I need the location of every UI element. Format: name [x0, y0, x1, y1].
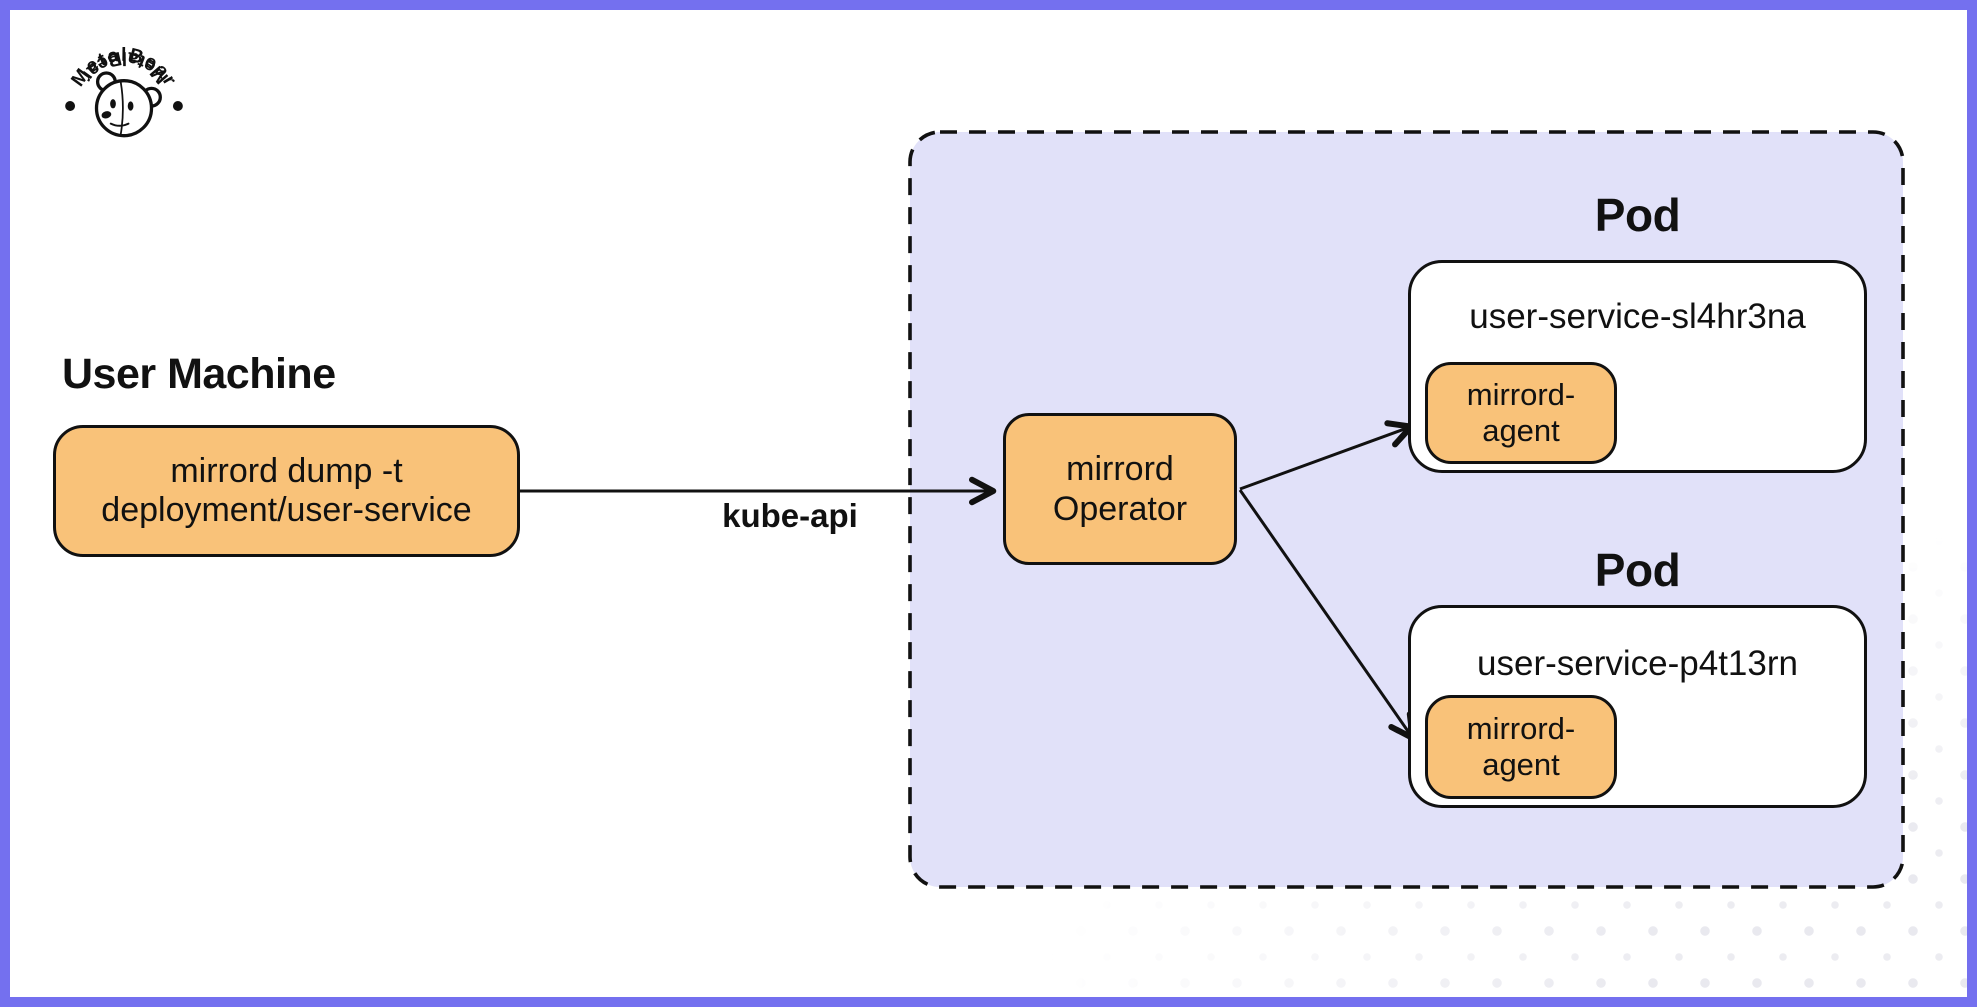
pod-2-box: user-service-p4t13rn mirrord-agent [1408, 605, 1867, 808]
arrow-operator-to-agent-1 [1239, 420, 1415, 491]
bear-face-icon [94, 71, 162, 138]
pod-1-name: user-service-sl4hr3na [1469, 297, 1806, 336]
pod-1-box: user-service-sl4hr3na mirrord-agent [1408, 260, 1867, 473]
user-machine-title: User Machine [62, 350, 336, 398]
arrow-operator-to-agent-2 [1238, 489, 1416, 742]
pod-1-label: Pod [1594, 189, 1681, 241]
user-machine-command-box: mirrord dump -t deployment/user-service [53, 425, 520, 557]
pod-2-label: Pod [1594, 544, 1681, 596]
kube-api-label: kube-api [722, 497, 858, 534]
mirrord-operator-box: mirrord Operator [1003, 413, 1237, 565]
mirrord-operator-label: mirrord Operator [1052, 449, 1188, 528]
pod-2-mirrord-agent-box: mirrord-agent [1425, 695, 1617, 799]
user-machine-command: mirrord dump -t deployment/user-service [101, 452, 472, 529]
pod-2-name: user-service-p4t13rn [1477, 644, 1798, 683]
pod-2-mirrord-agent-label: mirrord-agent [1466, 711, 1576, 782]
pod-1-mirrord-agent-label: mirrord-agent [1466, 377, 1576, 448]
metalbear-logo-icon: MetalBear MetalBear [65, 45, 183, 138]
pod-1-mirrord-agent-box: mirrord-agent [1425, 362, 1617, 464]
